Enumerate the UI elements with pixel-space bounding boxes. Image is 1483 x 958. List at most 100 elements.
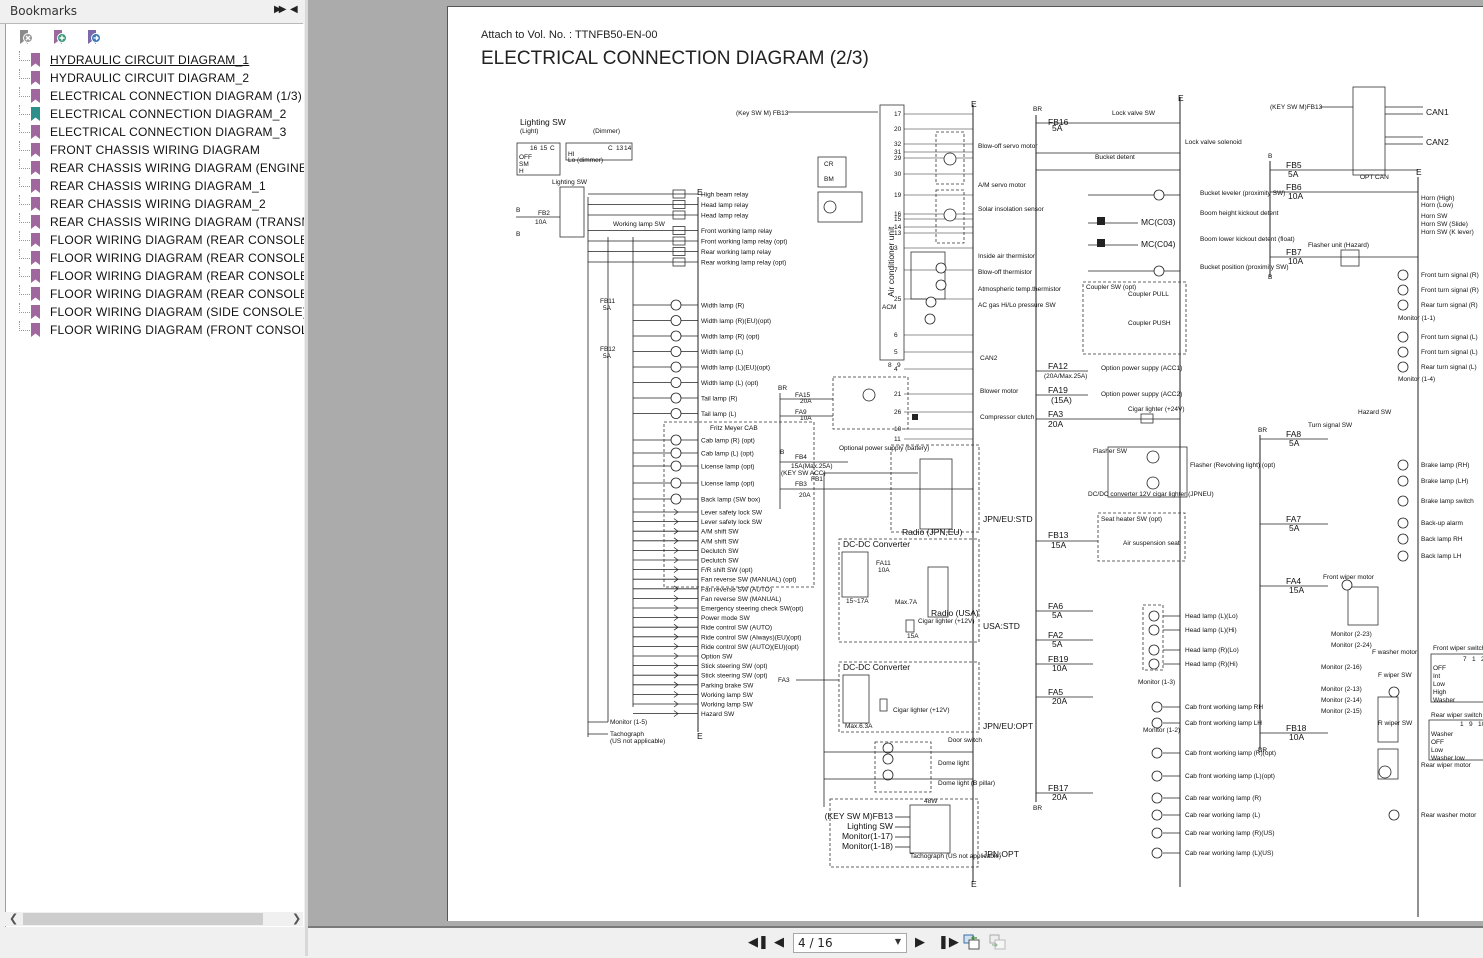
bookmark-item[interactable]: FLOOR WIRING DIAGRAM (REAR CONSOLE)_1 <box>6 231 304 249</box>
ac-pin: 26 <box>894 409 902 416</box>
coupler-sw-label: Coupler SW (opt) <box>1086 284 1136 291</box>
opt-acc2-label: Option power suppy (ACC2) <box>1101 391 1182 398</box>
previous-page-button[interactable]: ◀ <box>774 935 784 950</box>
scrollbar-thumb[interactable] <box>23 913 263 925</box>
load-label: Working lamp SW <box>701 692 754 699</box>
fuse-fb12-amp: 5A <box>603 353 612 360</box>
load-label: Front turn signal (L) <box>1421 349 1478 356</box>
am-servo-box <box>935 189 965 244</box>
load-label: Width lamp (R) <box>701 303 744 310</box>
bm-label: BM <box>824 176 834 183</box>
bookmark-delete-icon[interactable] <box>18 29 34 45</box>
ground-e-label: E <box>697 731 703 741</box>
key-fb13-label: (KEY SW M)FB13 <box>1270 104 1323 111</box>
ac-pin: 11 <box>894 436 901 443</box>
last-page-button[interactable]: ❚▶ <box>938 935 959 950</box>
load-label: Fan reverse SW (AUTO) <box>701 586 772 593</box>
load-label: Option SW <box>701 654 733 661</box>
scroll-left-icon[interactable]: ❮ <box>9 912 19 925</box>
ac-pin: 10 <box>894 426 902 433</box>
bookmark-item[interactable]: ELECTRICAL CONNECTION DIAGRAM_2 <box>6 105 304 123</box>
load-label: Power mode SW <box>701 615 751 622</box>
ac-unit-box <box>879 104 905 361</box>
switch-symbol <box>673 518 679 525</box>
thermistor-symbol <box>935 279 947 291</box>
bookmark-label: FLOOR WIRING DIAGRAM (REAR CONSOLE)_2 <box>50 251 304 265</box>
ac-pin: 29 <box>894 155 902 162</box>
fuse-fa12-amp: (20A/Max.25A) <box>1044 373 1087 380</box>
panel-splitter[interactable] <box>305 0 308 956</box>
previous-view-icon[interactable] <box>963 934 980 950</box>
load-label: Brake lamp (RH) <box>1421 462 1469 469</box>
expand-panel-icon[interactable]: ▶▶ <box>274 4 287 15</box>
front-wiper-col: 2 <box>1481 656 1483 663</box>
fuse-fa3-amp: 20A <box>1048 419 1063 429</box>
scroll-right-icon[interactable]: ❯ <box>292 912 302 925</box>
bookmark-item[interactable]: FLOOR WIRING DIAGRAM (REAR CONSOLE)_2 <box>6 249 304 267</box>
bookmark-icon <box>31 323 40 337</box>
fuse-fa8: FA8 <box>1286 429 1301 439</box>
bookmark-icon <box>31 251 40 265</box>
load-label: Fan reverse SW (MANUAL) <box>701 596 781 603</box>
navigation-bar: ◀❚ ◀ 4 / 16 ▼ ▶ ❚▶ <box>308 926 1483 958</box>
load-label: Front turn signal (R) <box>1421 272 1479 279</box>
collapse-panel-icon[interactable]: ◀ <box>290 4 298 15</box>
solenoid-symbol <box>1097 239 1105 247</box>
bookmark-item[interactable]: HYDRAULIC CIRCUIT DIAGRAM_2 <box>6 69 304 87</box>
jpneu-std-label: JPN/EU:STD <box>983 514 1033 524</box>
front-wiper-motor-label: Front wiper motor <box>1323 574 1375 581</box>
load-label: Front turn signal (L) <box>1421 334 1478 341</box>
rear-wiper-table-title: Rear wiper switch <box>1431 712 1483 719</box>
bus-br-label: BR <box>1033 106 1042 113</box>
opt-can-box <box>1352 86 1386 176</box>
load-label: Rear washer motor <box>1421 812 1477 819</box>
bookmark-add-icon[interactable] <box>52 29 68 45</box>
next-page-button[interactable]: ▶ <box>915 935 925 950</box>
load-label: Cab lamp (L) (opt) <box>701 451 754 458</box>
lamp-symbol <box>1397 550 1409 562</box>
bookmark-item[interactable]: ELECTRICAL CONNECTION DIAGRAM_3 <box>6 123 304 141</box>
first-page-button[interactable]: ◀❚ <box>748 935 769 950</box>
bookmark-item[interactable]: REAR CHASSIS WIRING DIAGRAM (TRANSMISSIO… <box>6 213 304 231</box>
switch-symbol <box>673 662 679 669</box>
bookmark-item[interactable]: HYDRAULIC CIRCUIT DIAGRAM_1 <box>6 51 304 69</box>
lamp-symbol <box>670 315 682 326</box>
page-dropdown-icon[interactable]: ▼ <box>894 937 901 946</box>
bookmark-item[interactable]: FLOOR WIRING DIAGRAM (REAR CONSOLE)_4 <box>6 285 304 303</box>
bookmark-item[interactable]: FLOOR WIRING DIAGRAM (SIDE CONSOLE) <box>6 303 304 321</box>
bookmark-item[interactable]: ELECTRICAL CONNECTION DIAGRAM (1/3) <box>6 87 304 105</box>
bookmark-item[interactable]: FLOOR WIRING DIAGRAM (FRONT CONSOLE) <box>6 321 304 339</box>
bookmark-item[interactable]: REAR CHASSIS WIRING DIAGRAM_2 <box>6 195 304 213</box>
wiring-diagram: Lighting SW(Light)(Dimmer)OFF16SM15HCHIL… <box>516 86 1483 917</box>
bookmark-item[interactable]: REAR CHASSIS WIRING DIAGRAM (ENGINE ROOM… <box>6 159 304 177</box>
fuse-fa11: FA11 <box>876 560 891 567</box>
lamp-symbol <box>1397 361 1409 373</box>
lighting-sw-row: H <box>519 168 524 175</box>
bookmark-item[interactable]: FLOOR WIRING DIAGRAM (REAR CONSOLE)_3 <box>6 267 304 285</box>
lighting-sw-row: OFF <box>519 154 532 161</box>
bookmark-item[interactable]: REAR CHASSIS WIRING DIAGRAM_1 <box>6 177 304 195</box>
next-view-icon[interactable] <box>989 934 1006 950</box>
page-number-field[interactable]: 4 / 16 ▼ <box>793 933 907 953</box>
document-viewer[interactable]: Attach to Vol. No. : TTNFB50-EN-00 ELECT… <box>308 0 1483 926</box>
r-wiper-sw-box <box>1377 748 1399 780</box>
flasher-lamp-symbol <box>1146 476 1160 490</box>
bookmark-icon <box>31 287 40 301</box>
horizontal-scrollbar[interactable]: ❮ ❯ <box>5 912 303 926</box>
bookmarks-panel: Bookmarks ▶▶ ◀ HYDRAULIC CIRCUIT DIAGRAM… <box>0 0 305 956</box>
dcdc-jpn-box <box>838 661 980 733</box>
lamp-label: Head lamp (R)(Lo) <box>1185 647 1239 654</box>
ac-pin: 5 <box>894 349 898 356</box>
load-label: Back-up alarm <box>1421 520 1463 527</box>
usa-std-label: USA:STD <box>983 621 1020 631</box>
bus-b-label: B <box>516 231 520 238</box>
page-number-value[interactable]: 4 / 16 <box>798 936 833 950</box>
lamp-symbol <box>670 447 682 459</box>
bookmark-goto-icon[interactable] <box>86 29 102 45</box>
ac-pin: 9 <box>897 362 901 369</box>
radio-jpn-label: Radio (JPN,EU) <box>902 527 963 537</box>
mc03-label: MC(C03) <box>1141 217 1176 227</box>
bookmark-item[interactable]: FRONT CHASSIS WIRING DIAGRAM <box>6 141 304 159</box>
bookmark-label: REAR CHASSIS WIRING DIAGRAM (ENGINE ROOM… <box>50 161 304 175</box>
